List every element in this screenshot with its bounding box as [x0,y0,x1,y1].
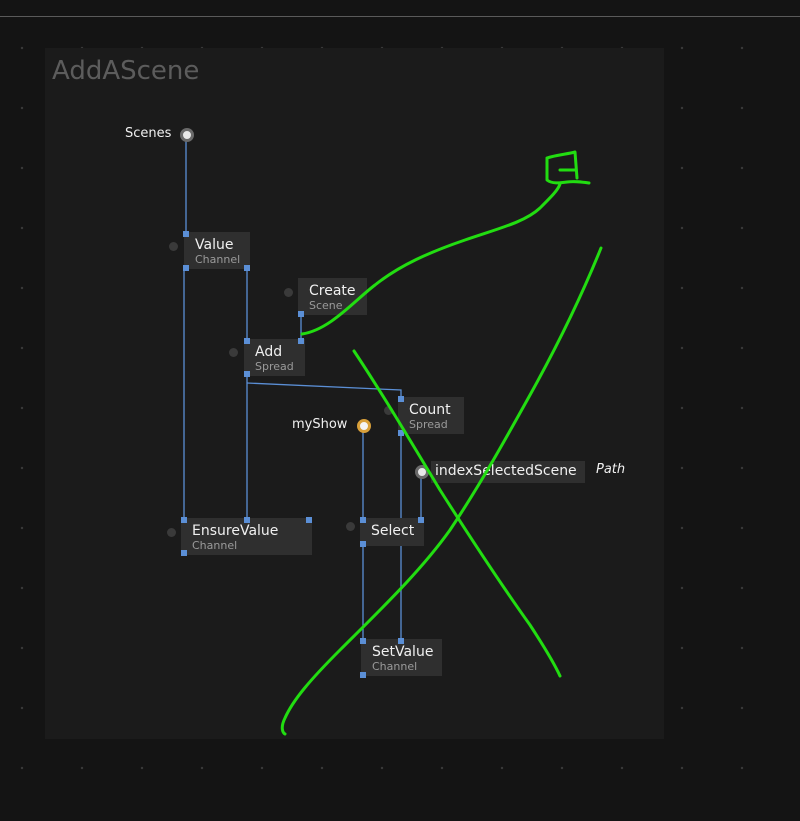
pad-label-scenes: Scenes [125,126,172,141]
node-select[interactable]: Select [360,518,424,546]
pin-add-in-2[interactable] [298,338,304,344]
pin-create-out[interactable] [298,311,304,317]
pad-index-icon[interactable] [415,465,429,479]
pin-value-out-1[interactable] [183,265,189,271]
pin-count-in[interactable] [398,396,404,402]
node-subtitle: Channel [372,660,418,673]
node-subtitle: Spread [255,360,294,373]
node-control-ensure[interactable] [167,528,176,537]
pin-value-out-2[interactable] [244,265,250,271]
pin-count-out[interactable] [398,430,404,436]
pin-add-in-1[interactable] [244,338,250,344]
node-title: Count [409,402,451,418]
node-title: Value [195,237,234,253]
node-ensure-value[interactable]: EnsureValue Channel [181,518,312,555]
node-add[interactable]: Add Spread [244,339,305,376]
node-index-selected-scene[interactable]: indexSelectedScene [431,461,585,483]
pad-label-myshow: myShow [292,417,348,432]
node-title: indexSelectedScene [435,463,577,479]
pin-ensure-in-2[interactable] [244,517,250,523]
node-control-value[interactable] [169,242,178,251]
node-control-count[interactable] [384,406,393,415]
node-title: EnsureValue [192,523,279,539]
node-subtitle: Channel [195,253,241,266]
pad-myshow-icon[interactable] [357,419,371,433]
node-control-create[interactable] [284,288,293,297]
region-title: AddAScene [52,56,200,86]
node-subtitle: Spread [409,418,448,431]
wire-add-count[interactable] [246,382,402,397]
node-value[interactable]: Value Channel [184,232,250,269]
node-subtitle: Scene [309,299,343,312]
pin-ensure-out[interactable] [181,550,187,556]
node-title: Add [255,344,283,360]
pad-type-label: Path [596,462,626,477]
node-title: Create [309,283,356,299]
pin-ensure-in-3[interactable] [306,517,312,523]
node-create[interactable]: Create Scene [298,278,367,315]
node-control-add[interactable] [229,348,238,357]
pad-scenes-icon[interactable] [180,128,194,142]
pin-add-out[interactable] [244,371,250,377]
pin-setvalue-out[interactable] [360,672,366,678]
pin-setvalue-in-1[interactable] [360,638,366,644]
pin-setvalue-in-2[interactable] [398,638,404,644]
node-subtitle: Channel [192,539,238,552]
node-title: Select [371,523,415,539]
pin-select-out[interactable] [360,541,366,547]
pin-value-in[interactable] [183,231,189,237]
pin-select-in-1[interactable] [360,517,366,523]
node-count[interactable]: Count Spread [398,397,464,434]
node-title: SetValue [372,644,434,660]
node-control-select[interactable] [346,522,355,531]
pin-select-in-2[interactable] [418,517,424,523]
pin-ensure-in-1[interactable] [181,517,187,523]
node-set-value[interactable]: SetValue Channel [361,639,442,676]
